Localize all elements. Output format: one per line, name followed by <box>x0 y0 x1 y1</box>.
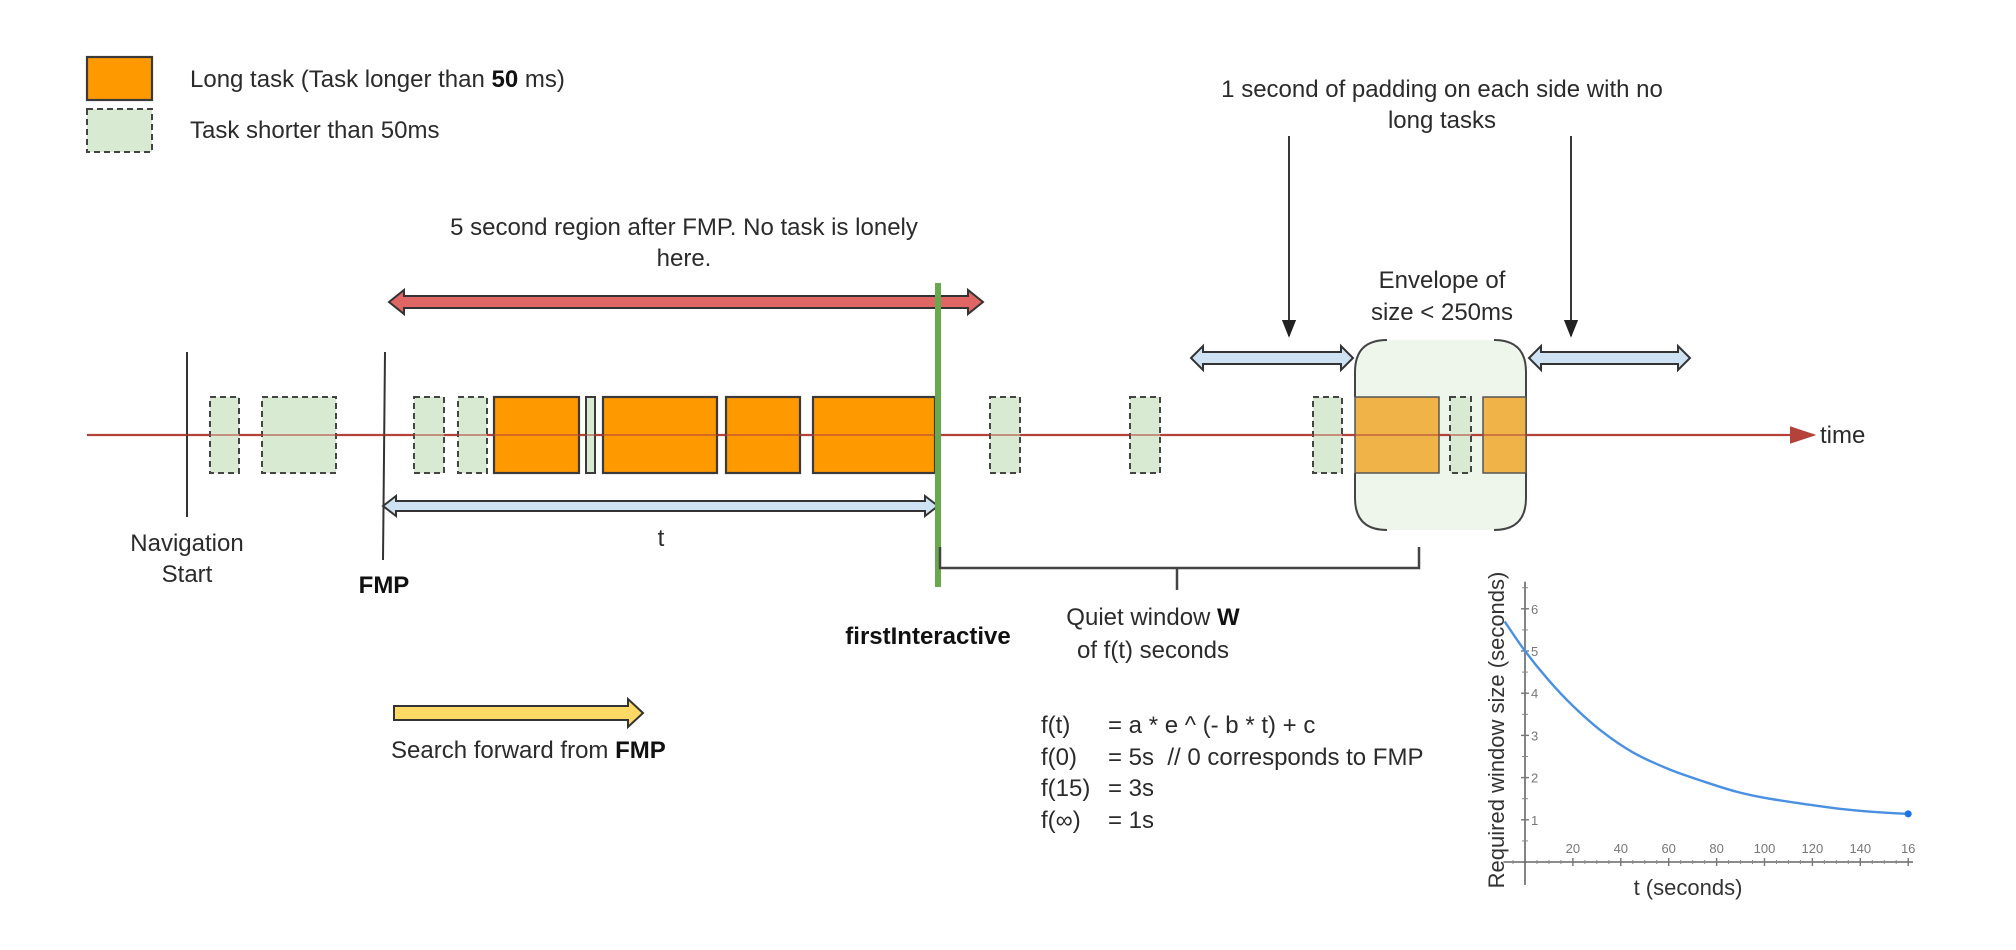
first-interactive-label: firstInteractive <box>845 623 1010 650</box>
timeline-tasks <box>87 395 1527 475</box>
legend-long-task-threshold: 50 <box>492 66 519 93</box>
chart-x-tick-label: 40 <box>1614 841 1628 856</box>
chart-y-tick-label: 5 <box>1531 644 1538 659</box>
formula-rhs-2: = 3s <box>1108 775 1154 802</box>
formula-rhs-3: = 1s <box>1108 807 1154 834</box>
chart-x-tick-label: 120 <box>1802 841 1824 856</box>
chart-x-tick-label: 60 <box>1661 841 1675 856</box>
legend-short-task-label: Task shorter than 50ms <box>190 117 439 144</box>
search-forward-arrow <box>393 696 645 730</box>
chart-end-marker <box>1904 810 1912 818</box>
quiet-window-symbol: W <box>1217 604 1240 631</box>
search-forward-label: Search forward from FMP <box>391 737 666 764</box>
t-duration-arrow <box>381 493 940 519</box>
timeline-axis-label: time <box>1820 422 1865 449</box>
quiet-window-label-line2: of f(t) seconds <box>1077 637 1229 664</box>
search-forward-text: Search forward from <box>391 737 615 764</box>
five-second-region-arrow <box>387 287 985 317</box>
padding-note-line2: long tasks <box>1388 107 1496 134</box>
envelope-label-line2: size < 250ms <box>1371 299 1513 326</box>
legend: Long task (Task longer than 50 ms) Task … <box>85 55 565 153</box>
chart-series-line <box>1503 620 1909 816</box>
five-second-region-line1: 5 second region after FMP. No task is lo… <box>450 214 918 241</box>
chart-y-tick-label: 6 <box>1531 602 1538 617</box>
formula-rhs-1: = 5s // 0 corresponds to FMP <box>1108 744 1423 771</box>
formula-lhs-3: f(∞) <box>1041 807 1081 834</box>
chart-x-tick-label: 100 <box>1754 841 1776 856</box>
fmp-marker <box>382 351 386 561</box>
legend-long-task-swatch <box>85 55 154 102</box>
chart-x-tick-label: 80 <box>1709 841 1723 856</box>
chart-y-tick-label: 1 <box>1531 813 1538 828</box>
chart-y-tick-label: 4 <box>1531 686 1538 701</box>
chart-y-tick-label: 3 <box>1531 728 1538 743</box>
five-second-region-line2: here. <box>657 245 712 272</box>
chart-x-tick-label: 16 <box>1901 841 1915 856</box>
legend-long-task-unit: ms) <box>518 66 565 93</box>
quiet-window-text: Quiet window <box>1066 604 1217 631</box>
quiet-window-label-line1: Quiet window W <box>1066 604 1240 631</box>
formula-lhs-0: f(t) <box>1041 712 1070 739</box>
t-duration-label: t <box>658 525 665 552</box>
search-forward-fmp: FMP <box>615 737 666 764</box>
formula-lhs-2: f(15) <box>1041 775 1090 802</box>
padding-arrow-right <box>1527 343 1692 373</box>
chart-x-axis-label: t (seconds) <box>1634 875 1743 900</box>
legend-long-task-text: Long task (Task longer than <box>190 66 492 93</box>
padding-arrow-left <box>1189 343 1355 373</box>
chart-x-tick-label: 140 <box>1849 841 1871 856</box>
navigation-start-label-line2: Start <box>162 561 213 588</box>
envelope-label-line1: Envelope of <box>1379 267 1506 294</box>
legend-long-task-label: Long task (Task longer than 50 ms) <box>190 66 565 93</box>
window-size-chart: Required window size (seconds) t (second… <box>1484 572 1915 900</box>
fmp-label: FMP <box>359 572 410 599</box>
formula-lhs-1: f(0) <box>1041 744 1077 771</box>
legend-short-task-swatch <box>86 108 153 153</box>
chart-y-axis-label: Required window size (seconds) <box>1484 572 1509 889</box>
formula-block: f(t) = a * e ^ (- b * t) + c f(0) = 5s /… <box>1041 712 1423 834</box>
formula-rhs-0: = a * e ^ (- b * t) + c <box>1108 712 1315 739</box>
chart-x-tick-label: 20 <box>1566 841 1580 856</box>
navigation-start-label-line1: Navigation <box>130 530 243 557</box>
padding-note-line1: 1 second of padding on each side with no <box>1221 76 1663 103</box>
quiet-window-bracket <box>938 547 1421 590</box>
chart-y-tick-label: 2 <box>1531 771 1538 786</box>
